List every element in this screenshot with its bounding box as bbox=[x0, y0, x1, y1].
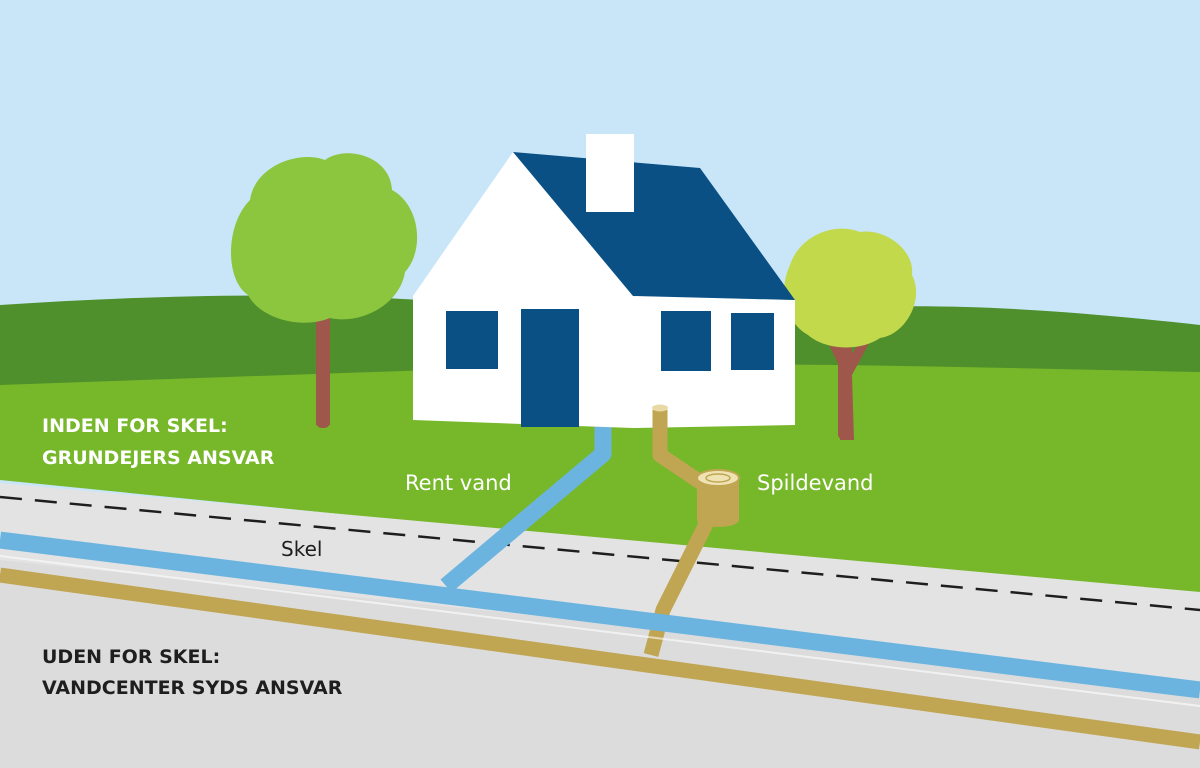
window bbox=[731, 313, 774, 370]
waste-water-house-pipe bbox=[652, 410, 717, 497]
waste-pipe-opening bbox=[652, 404, 668, 412]
waste-water-main-pipe bbox=[0, 567, 1200, 750]
window bbox=[661, 311, 711, 371]
inspection-well-icon bbox=[696, 469, 740, 527]
outside-responsibility-line1: UDEN FOR SKEL: bbox=[42, 646, 220, 668]
inside-responsibility-line2: GRUNDEJERS ANSVAR bbox=[42, 447, 275, 469]
house bbox=[413, 134, 795, 428]
pipe-highlight bbox=[0, 555, 1200, 707]
window bbox=[446, 311, 498, 369]
clean-water-main-pipe bbox=[0, 531, 1200, 699]
boundary-label: Skel bbox=[281, 537, 322, 561]
tree-left bbox=[230, 153, 418, 428]
door bbox=[521, 309, 579, 427]
chimney bbox=[586, 134, 634, 212]
outside-responsibility-line2: VANDCENTER SYDS ANSVAR bbox=[42, 677, 343, 699]
waste-water-label: Spildevand bbox=[757, 471, 874, 495]
boundary-line bbox=[0, 495, 1200, 612]
waste-water-branch-pipe bbox=[643, 506, 720, 657]
inside-responsibility-line1: INDEN FOR SKEL: bbox=[42, 415, 228, 437]
lawn bbox=[0, 364, 1200, 600]
clean-water-label: Rent vand bbox=[405, 471, 512, 495]
tree-right bbox=[784, 228, 917, 440]
